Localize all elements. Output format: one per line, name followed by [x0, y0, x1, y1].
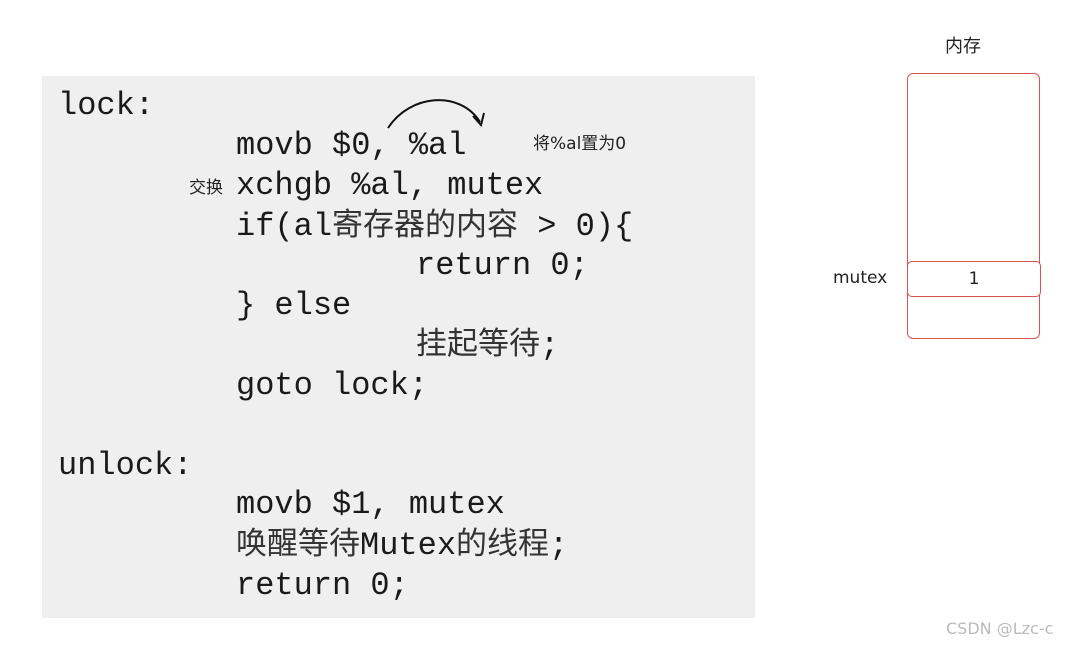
code-line-if: if(al寄存器的内容 > 0){ — [236, 210, 633, 243]
code-suspend-suffix: ; — [540, 327, 560, 364]
unlock-label: unlock: — [58, 447, 193, 484]
code-suspend-text: 挂起等待 — [416, 326, 540, 362]
code-line-wake: 唤醒等待Mutex的线程; — [236, 529, 568, 562]
code-line-movb-1: movb $1, mutex — [236, 486, 505, 523]
memory-title: 内存 — [945, 36, 981, 57]
code-line-return-0-a: return 0; — [416, 247, 589, 284]
lock-label: lock: — [58, 87, 155, 124]
memory-box — [907, 73, 1040, 339]
code-line-goto: goto lock; — [236, 367, 429, 404]
annotation-set-al-zero: 将%al置为0 — [533, 134, 627, 154]
memory-mutex-cell: 1 — [907, 261, 1041, 297]
move-arrow-icon — [387, 99, 485, 129]
code-line-else: } else — [236, 287, 352, 324]
memory-mutex-label: mutex — [833, 268, 888, 288]
annotation-exchange: 交换 — [189, 178, 223, 198]
code-line-return-0-b: return 0; — [236, 567, 409, 604]
code-line-suspend: 挂起等待; — [416, 329, 559, 362]
code-if-prefix: if(al — [236, 208, 333, 245]
code-wake-suffix: ; — [549, 527, 569, 564]
code-if-suffix: > 0){ — [518, 208, 634, 245]
code-if-register-content: 寄存器的内容 — [332, 207, 519, 243]
code-line-movb-0: movb $0, %al — [236, 127, 467, 164]
code-line-xchgb: xchgb %al, mutex — [236, 167, 544, 204]
code-wake-text-b: 的线程 — [456, 526, 550, 562]
code-panel — [42, 76, 755, 618]
memory-mutex-value: 1 — [968, 269, 980, 289]
code-wake-mutex: Mutex — [360, 527, 457, 564]
watermark: CSDN @Lzc-c — [946, 619, 1054, 638]
code-wake-text-a: 唤醒等待 — [236, 526, 360, 562]
